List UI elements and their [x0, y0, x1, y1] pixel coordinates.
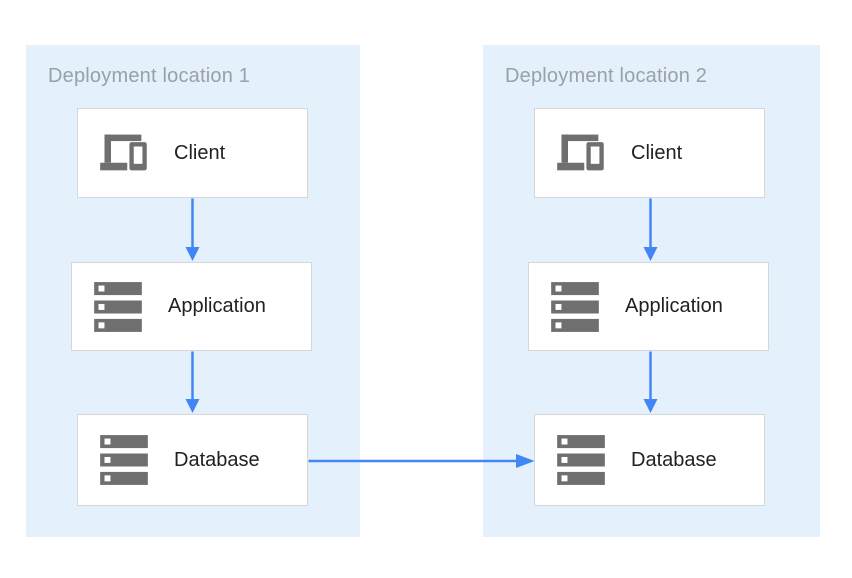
node-database-2: Database — [534, 414, 765, 506]
server-stack-icon — [551, 281, 599, 332]
node-label: Database — [631, 448, 717, 471]
node-label: Database — [174, 448, 260, 471]
node-client-1: Client — [77, 108, 308, 198]
node-label: Client — [631, 141, 683, 164]
devices-icon — [100, 134, 147, 171]
node-database-1: Database — [77, 414, 308, 506]
node-application-2: Application — [528, 262, 769, 351]
devices-icon — [557, 134, 604, 171]
node-application-1: Application — [71, 262, 312, 351]
node-label: Application — [625, 295, 723, 317]
deployment-location-1-group: Deployment location 1 Client Application — [26, 45, 360, 537]
node-label: Application — [168, 295, 266, 317]
server-stack-icon — [94, 281, 142, 332]
server-stack-icon — [557, 435, 605, 485]
node-label: Client — [174, 141, 226, 164]
deployment-location-2-group: Deployment location 2 Client Application — [483, 45, 820, 537]
node-client-2: Client — [534, 108, 765, 198]
deployment-location-2-title: Deployment location 2 — [505, 65, 708, 87]
server-stack-icon — [100, 435, 148, 485]
deployment-location-1-title: Deployment location 1 — [48, 65, 251, 87]
